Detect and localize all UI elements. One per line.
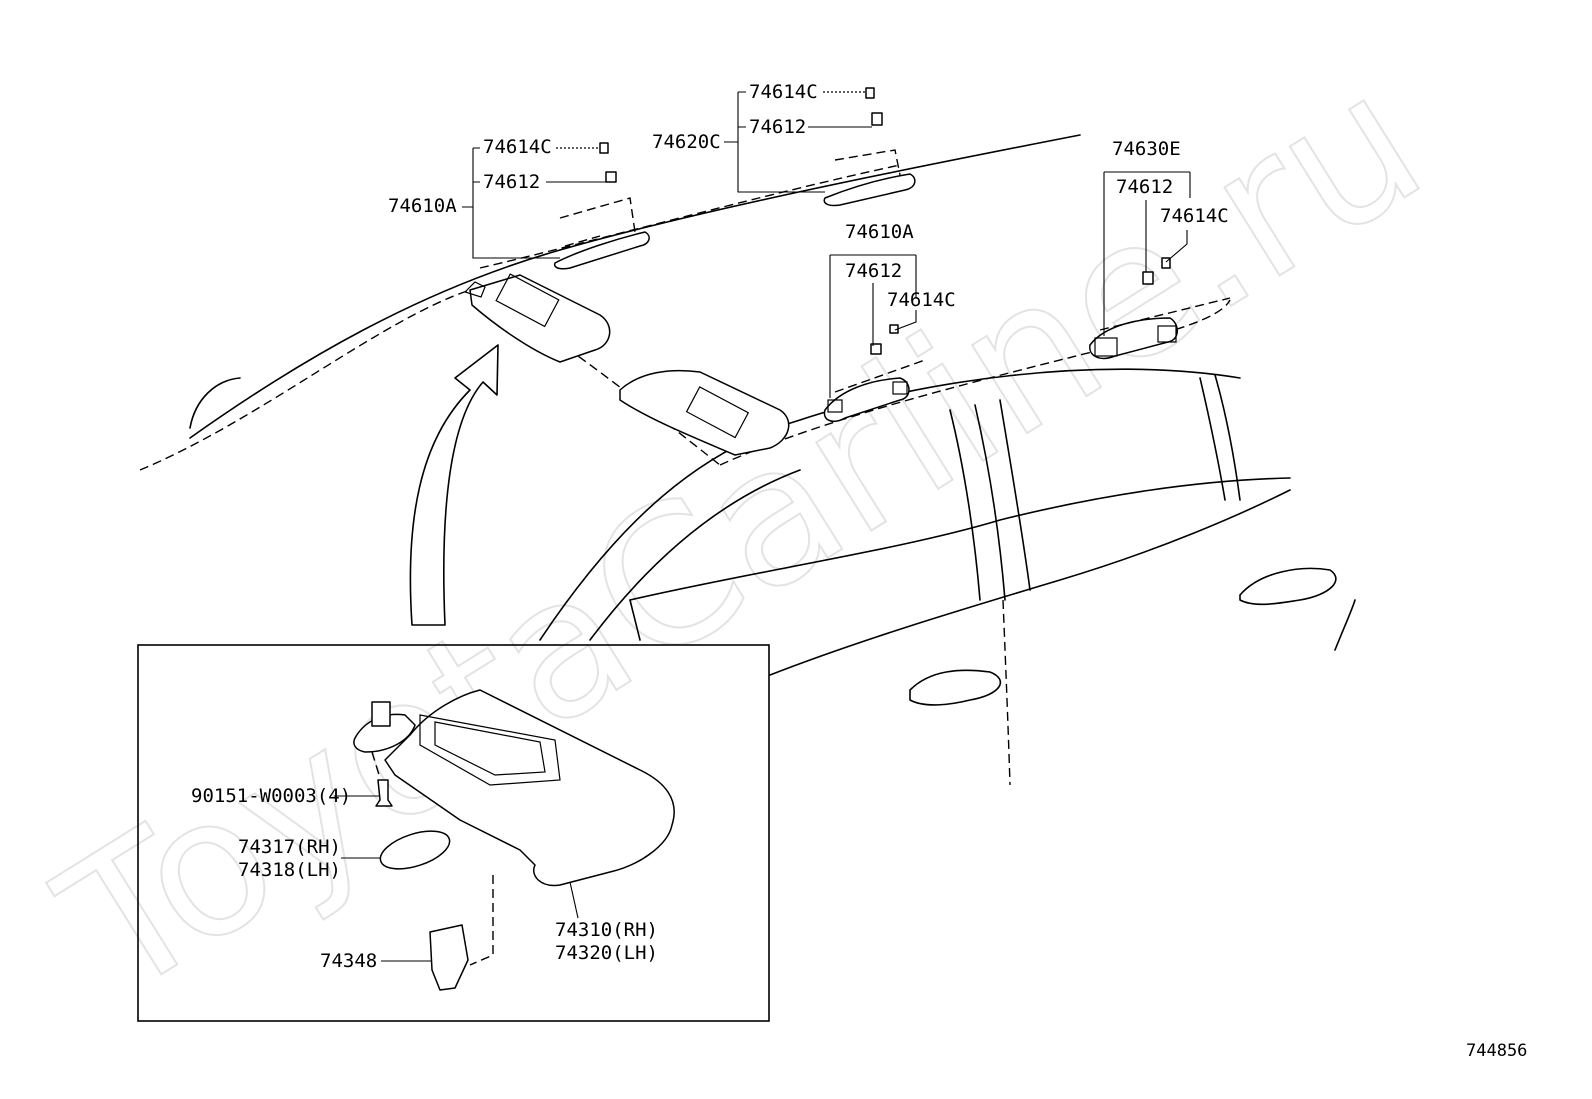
label-74614c-front: 74614C xyxy=(483,136,552,158)
sun-visor-detail xyxy=(353,689,675,991)
label-74614c-center: 74614C xyxy=(749,81,818,103)
watermark-text: ToyotaCarline.ru xyxy=(26,30,1457,1039)
car-body-outline xyxy=(139,134,1356,786)
label-74348: 74348 xyxy=(320,950,377,972)
fasteners xyxy=(599,87,1171,355)
label-74310-rh: 74310(RH) xyxy=(555,919,658,941)
diagram-id: 744856 xyxy=(1466,1041,1527,1061)
label-74630e: 74630E xyxy=(1112,138,1181,160)
label-74614c-rear: 74614C xyxy=(1160,205,1229,227)
sun-visor-roof-rh xyxy=(463,273,611,363)
label-74612-rear-left: 74612 xyxy=(845,260,902,282)
part-labels: 74610A 74614C 74612 74620C 74614C 74612 … xyxy=(191,81,1527,1061)
assist-grip-front xyxy=(553,197,650,270)
label-74612-rear: 74612 xyxy=(1116,176,1173,198)
label-74318-lh: 74318(LH) xyxy=(238,859,341,881)
label-74612-front: 74612 xyxy=(483,171,540,193)
label-74612-center: 74612 xyxy=(749,116,806,138)
label-74610a-front: 74610A xyxy=(388,195,457,217)
label-74317-rh: 74317(RH) xyxy=(238,836,341,858)
detail-inset-frame xyxy=(137,644,770,1022)
assist-grip-center xyxy=(823,149,916,207)
label-74614c-rear-left: 74614C xyxy=(887,289,956,311)
assist-grip-rear xyxy=(1089,297,1231,360)
label-90151-w0003: 90151-W0003(4) xyxy=(191,785,351,807)
label-74620c: 74620C xyxy=(652,131,721,153)
label-74610a-rear: 74610A xyxy=(845,221,914,243)
detail-arrow xyxy=(409,344,499,626)
assist-grip-rear-left xyxy=(823,359,926,422)
label-74320-lh: 74320(LH) xyxy=(555,942,658,964)
sun-visor-roof-lh xyxy=(619,369,790,456)
